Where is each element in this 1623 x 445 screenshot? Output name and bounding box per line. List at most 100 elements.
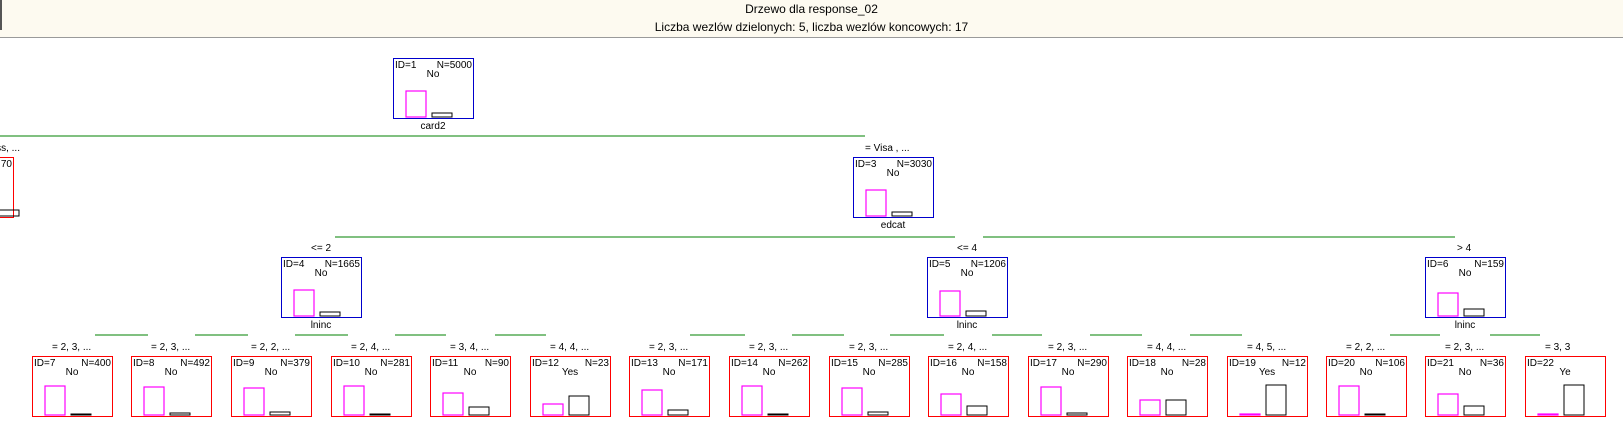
node-box [1227, 356, 1308, 417]
node-predicted-class: No [1062, 367, 1075, 378]
node-count: N=159 [1474, 259, 1504, 270]
node-id: ID=8 [133, 358, 155, 369]
node-predicted-class: No [66, 367, 79, 378]
bar-yes [965, 310, 987, 317]
bar-no [542, 403, 564, 416]
node-box [1525, 356, 1606, 417]
node-box [530, 356, 611, 417]
branch-condition-label: = 2, 4, ... [948, 342, 987, 353]
node-id: ID=7 [34, 358, 56, 369]
bar-yes [319, 311, 341, 317]
branch-condition-label: = 2, 3, ... [1048, 342, 1087, 353]
node-predicted-class: No [961, 268, 974, 279]
node-box [231, 356, 312, 417]
branch-condition-label: = 2, 3, ... [849, 342, 888, 353]
split-variable-label: lninc [957, 320, 978, 331]
branch-condition-label: <= 2 [311, 243, 331, 254]
bar-yes [966, 405, 988, 416]
bar-no [44, 385, 66, 416]
node-box [0, 157, 14, 218]
node-box [281, 257, 362, 318]
branch-condition-label: = 2, 3, ... [151, 342, 190, 353]
node-predicted-class: No [464, 367, 477, 378]
branch-condition-label: = 2, 2, ... [1346, 342, 1385, 353]
node-predicted-class: Ye [1559, 367, 1571, 378]
branch-condition-label: > 4 [1457, 243, 1472, 254]
bar-yes [468, 406, 490, 416]
node-box [853, 157, 934, 218]
node-predicted-class: No [165, 367, 178, 378]
node-predicted-class: No [1161, 367, 1174, 378]
node-predicted-class: No [1360, 367, 1373, 378]
bar-no [243, 387, 265, 416]
bar-yes [369, 413, 391, 416]
node-id: ID=9 [233, 358, 255, 369]
node-count: N=23 [585, 358, 610, 369]
branch-condition-label: <= 4 [957, 243, 977, 254]
node-box [829, 356, 910, 417]
node-count: N=492 [180, 358, 210, 369]
split-variable-label: card2 [420, 121, 445, 132]
node-predicted-class: No [365, 367, 378, 378]
node-count: 70 [1, 159, 13, 170]
node-count: N=28 [1182, 358, 1207, 369]
bar-yes [1463, 405, 1485, 416]
node-count: N=12 [1282, 358, 1307, 369]
node-id: ID=1 [395, 60, 417, 71]
bar-no [405, 90, 427, 118]
tree-header: Drzewo dla response_02 Liczba wezlów dzi… [0, 0, 1623, 38]
node-predicted-class: No [315, 268, 328, 279]
node-predicted-class: No [863, 367, 876, 378]
node-count: N=285 [878, 358, 908, 369]
node-count: N=5000 [437, 60, 473, 71]
node-id: ID=22 [1527, 358, 1554, 369]
node-predicted-class: Yes [1259, 367, 1275, 378]
bar-no [1139, 399, 1161, 416]
node-count: N=3030 [897, 159, 933, 170]
bar-yes [867, 411, 889, 416]
node-predicted-class: No [265, 367, 278, 378]
bar-yes [667, 409, 689, 416]
bar-yes [0, 209, 20, 217]
node-id: ID=20 [1328, 358, 1355, 369]
node-id: ID=3 [855, 159, 877, 170]
node-box [1127, 356, 1208, 417]
node-predicted-class: No [663, 367, 676, 378]
bar-no [1239, 413, 1261, 416]
header-left-edge [0, 0, 2, 30]
bar-yes [1265, 384, 1287, 416]
node-id: ID=11 [432, 358, 459, 369]
split-variable-label: lninc [311, 320, 332, 331]
bar-yes [568, 395, 590, 416]
bar-no [940, 393, 962, 416]
bar-no [1338, 385, 1360, 416]
bar-no [1437, 292, 1459, 317]
bar-no [641, 389, 663, 416]
node-box [629, 356, 710, 417]
node-id: ID=16 [930, 358, 957, 369]
branch-condition-label: = 2, 3, ... [749, 342, 788, 353]
branch-condition-label: ss, ... [0, 143, 20, 154]
bar-no [143, 386, 165, 416]
node-predicted-class: No [427, 69, 440, 80]
branch-condition-label: = 2, 4, ... [351, 342, 390, 353]
bar-no [293, 289, 315, 317]
branch-condition-label: = 3, 3 [1545, 342, 1571, 353]
node-id: ID=10 [333, 358, 360, 369]
bar-no [841, 387, 863, 416]
node-id: ID=4 [283, 259, 305, 270]
bar-no [939, 290, 961, 317]
